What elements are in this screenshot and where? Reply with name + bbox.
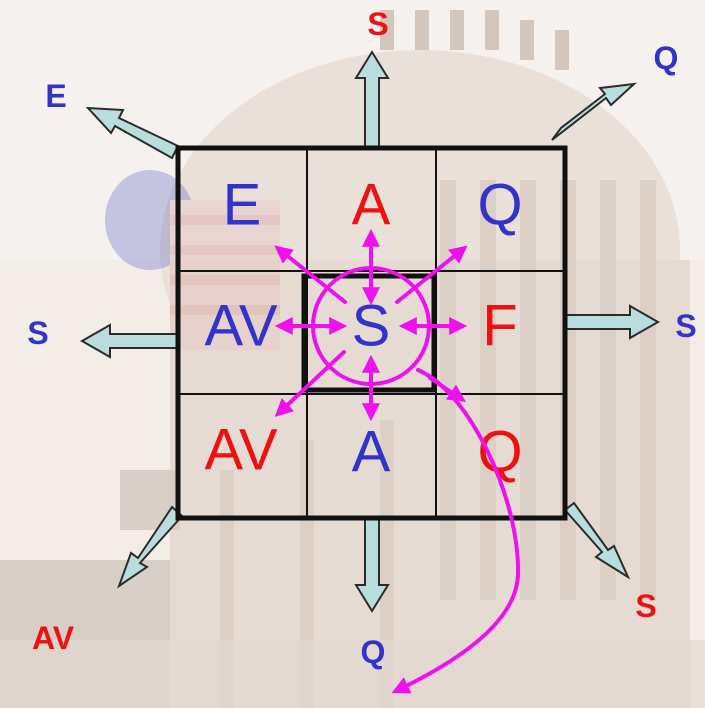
cell-label-center: S — [352, 294, 391, 359]
edge-label-right: S — [675, 308, 696, 344]
cell-label-middle-left: AV — [204, 294, 277, 359]
arrow-left-icon — [79, 323, 179, 359]
magenta-moves — [274, 228, 521, 694]
arrow-down-right-icon — [563, 501, 631, 580]
edge-label-bottom: Q — [361, 634, 386, 670]
cell-label-top-center: A — [352, 173, 391, 238]
arrow-down-icon — [354, 517, 390, 613]
move-arrow-up-right — [395, 245, 468, 304]
cell-label-top-left: E — [223, 173, 262, 238]
arrow-up-icon — [354, 50, 390, 149]
cell-label-middle-right: F — [482, 294, 517, 359]
edge-label-bottom-right: S — [635, 588, 656, 624]
edge-label-top: S — [367, 6, 388, 42]
arrow-up-left-icon — [85, 106, 180, 160]
arrow-right-icon — [564, 304, 661, 340]
arrow-up-right-icon — [551, 82, 637, 141]
edge-label-left: S — [27, 315, 48, 351]
cell-label-bottom-center: A — [352, 420, 391, 485]
grid-outer-border — [175, 145, 568, 521]
edge-labels: S Q E S S AV Q S — [27, 6, 696, 670]
cell-labels: E A Q AV S F AV A Q — [204, 173, 522, 485]
outer-arrows — [79, 50, 661, 613]
move-arrow-down-left — [274, 350, 346, 417]
cell-label-bottom-right: Q — [477, 420, 522, 485]
edge-label-top-right: Q — [654, 40, 679, 76]
cell-label-bottom-left: AV — [204, 418, 277, 483]
edge-label-bottom-left: AV — [32, 620, 75, 656]
edge-label-top-left: E — [45, 78, 66, 114]
escape-curve-arrow — [391, 368, 521, 694]
cell-label-top-right: Q — [477, 173, 522, 238]
move-arrow-up-left — [274, 245, 347, 304]
arrow-down-left-icon — [117, 505, 184, 589]
